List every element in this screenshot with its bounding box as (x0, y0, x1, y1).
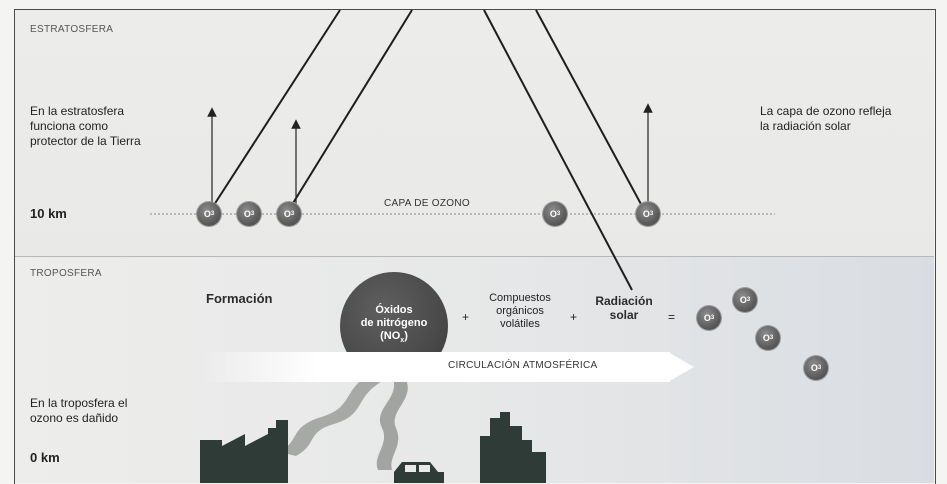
stratosphere-label: ESTRATOSFERA (30, 24, 114, 35)
equals-sign: = (668, 310, 676, 324)
circulation-arrow (200, 352, 670, 382)
formation-label: Formación (206, 291, 273, 306)
diagram-frame (14, 9, 936, 484)
radiation-ray-3 (483, 9, 633, 291)
stratosphere-description: En la estratosfera funciona como protect… (30, 104, 141, 148)
circulation-label: CIRCULACIÓN ATMOSFÉRICA (448, 360, 598, 371)
radiation-ray-4 (535, 9, 643, 207)
stratosphere-region (15, 10, 934, 256)
plus-sign-1: + (462, 310, 470, 324)
radiation-ray-2 (289, 9, 413, 209)
ozone-layer-label: CAPA DE OZONO (384, 198, 470, 209)
reflection-description: La capa de ozono refleja la radiación so… (760, 104, 892, 133)
solar-radiation-label: Radiación solar (595, 294, 653, 322)
smoke-plume-2 (376, 376, 408, 470)
volatile-compounds-label: Compuestos orgánicos volátiles (489, 292, 551, 330)
smoke-plume (280, 372, 388, 456)
layer-divider (15, 256, 934, 257)
city-silhouette (480, 412, 546, 483)
radiation-ray-1 (211, 9, 341, 209)
altitude-0km: 0 km (30, 450, 60, 465)
plus-sign-2: + (570, 310, 578, 324)
factory-silhouette (200, 420, 288, 483)
altitude-10km: 10 km (30, 206, 67, 221)
troposphere-description: En la troposfera el ozono es dañido (30, 396, 128, 425)
troposphere-label: TROPOSFERA (30, 268, 102, 279)
